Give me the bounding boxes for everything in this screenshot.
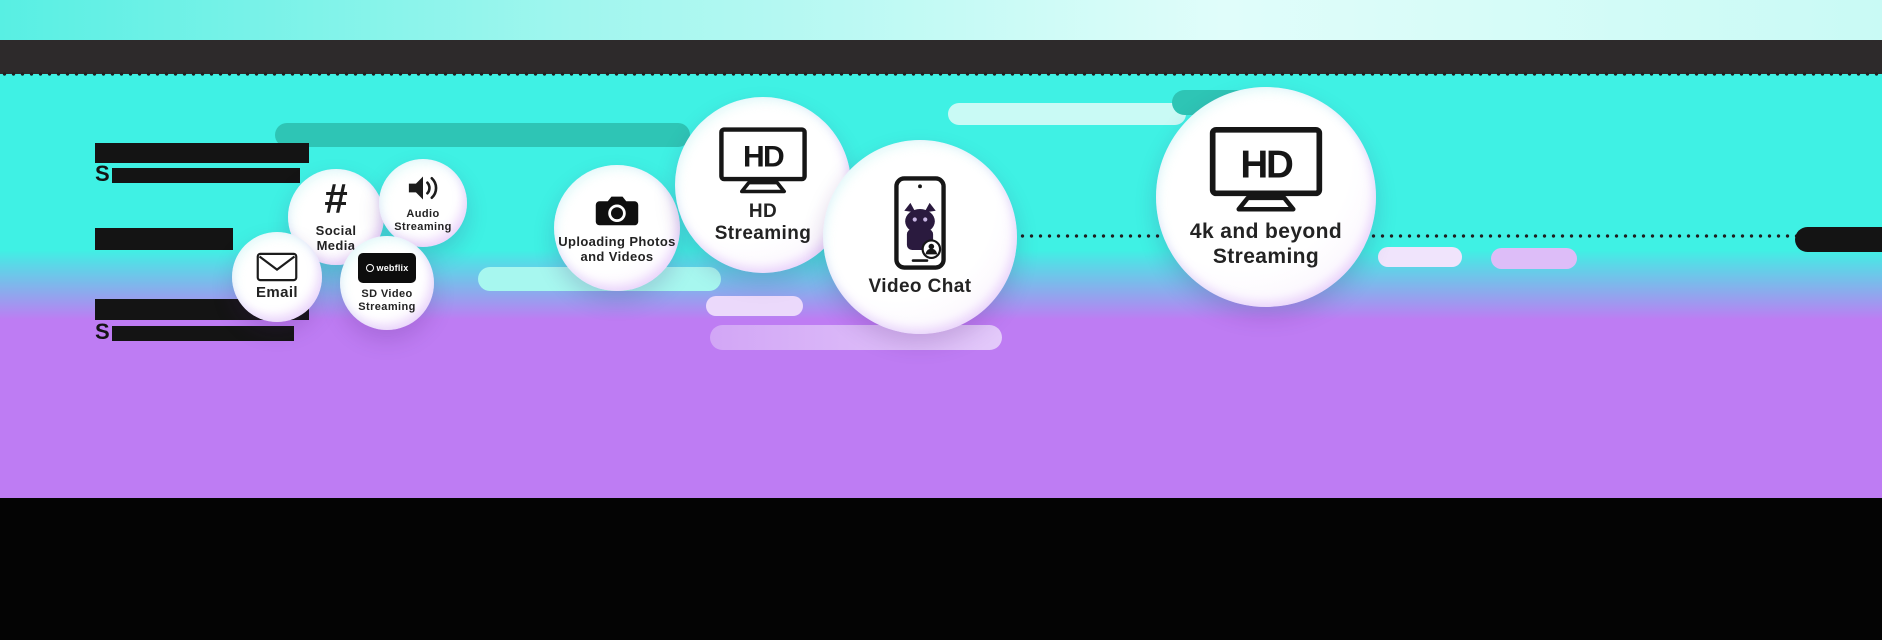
bubble-hd-streaming: HD HD Streaming	[675, 97, 851, 273]
webflix-tv-icon: webflix	[358, 252, 416, 283]
bubble-label: SD Video Streaming	[358, 287, 416, 313]
redacted-line-bar	[111, 325, 294, 341]
right-black-pill	[1795, 227, 1882, 252]
video-chat-phone-icon	[892, 175, 948, 271]
webflix-brand-text: webflix	[376, 262, 409, 273]
bubble-label: Email	[255, 284, 299, 302]
bubble-label: Uploading Photos and Videos	[558, 233, 676, 264]
speed-pill-pale-cyan-1	[948, 103, 1186, 125]
camera-icon	[593, 192, 641, 229]
dotted-threshold-line	[1000, 234, 1882, 238]
bubble-label: Audio Streaming	[394, 207, 452, 233]
hashtag-icon: #	[324, 175, 348, 223]
speaker-icon	[406, 173, 440, 203]
bubble-label: Video Chat	[868, 276, 972, 298]
bubble-audio-streaming: Audio Streaming	[379, 159, 467, 247]
redacted-line-prefix: S	[95, 161, 110, 186]
redacted-line-bar	[111, 167, 300, 183]
hd-tv-icon: HD	[1207, 124, 1325, 215]
bubble-label: HD Streaming	[714, 200, 812, 244]
dotted-line-top	[0, 72, 1882, 76]
redacted-line-1: S	[95, 163, 300, 185]
top-dark-band	[0, 40, 1882, 74]
speed-pill-pale-lavender-1	[706, 296, 803, 316]
envelope-icon	[256, 252, 298, 282]
bubble-uploading-photos: Uploading Photos and Videos	[554, 165, 680, 291]
hd-tv-icon: HD	[717, 125, 809, 196]
redacted-heading-1	[95, 143, 309, 163]
bubble-4k-streaming: HD 4k and beyond Streaming	[1156, 87, 1376, 307]
bubble-label: 4k and beyond Streaming	[1189, 220, 1343, 268]
redacted-line-2: S	[95, 321, 294, 343]
bubble-video-chat: Video Chat	[823, 140, 1017, 334]
speed-pill-lavender	[710, 325, 1002, 350]
bubble-sd-video-streaming: webflix SD Video Streaming	[340, 236, 434, 330]
bottom-black-band	[0, 498, 1882, 640]
speed-pill-lavender-2	[1491, 248, 1577, 269]
tv-screen-text: HD	[743, 140, 784, 173]
speed-pill-teal-1	[275, 123, 690, 147]
webflix-logo-dot	[365, 263, 374, 272]
bubble-label: Social Media	[315, 223, 357, 254]
redacted-line-prefix: S	[95, 319, 110, 344]
speed-pill-pale-lavender-2	[1378, 247, 1462, 267]
bubble-email: Email	[232, 232, 322, 322]
top-gradient-band	[0, 0, 1882, 40]
redacted-heading-2	[95, 228, 233, 250]
tv-screen-text: HD	[1240, 144, 1293, 187]
